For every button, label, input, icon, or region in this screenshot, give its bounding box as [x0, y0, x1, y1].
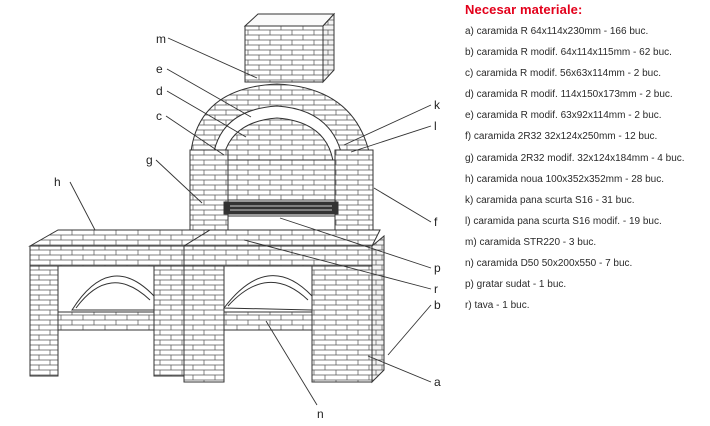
callout-labels: m e d c g h k l f p r b a n	[54, 32, 441, 421]
material-item-c: c) caramida R modif. 56x63x114mm - 2 buc…	[465, 68, 662, 80]
material-item-h: h) caramida noua 100x352x352mm - 28 buc.	[465, 173, 665, 185]
left-table	[28, 229, 212, 377]
chimney	[243, 12, 336, 84]
callout-n: n	[317, 407, 324, 421]
material-item-e: e) caramida R modif. 63x92x114mm - 2 buc…	[465, 110, 662, 122]
material-item-g: g) caramida 2R32 modif. 32x124x184mm - 4…	[465, 152, 685, 164]
material-item-p: p) gratar sudat - 1 buc.	[465, 279, 567, 291]
callout-c: c	[156, 109, 162, 123]
material-item-r: r) tava - 1 buc.	[465, 300, 530, 312]
callout-d: d	[156, 84, 163, 98]
base	[182, 229, 385, 384]
callout-a: a	[434, 375, 441, 389]
material-item-l: l) caramida pana scurta S16 modif. - 19 …	[465, 215, 662, 227]
material-item-f: f) caramida 2R32 32x124x250mm - 12 buc.	[465, 131, 658, 143]
callout-k: k	[434, 98, 441, 112]
callout-l: l	[434, 119, 437, 133]
callout-b: b	[434, 298, 441, 312]
grill-diagram: m e d c g h k l f p r b a n	[28, 12, 441, 421]
material-item-b: b) caramida R modif. 64x114x115mm - 62 b…	[465, 47, 672, 59]
materials-title: Necesar materiale:	[465, 2, 583, 17]
callout-r: r	[434, 282, 438, 296]
material-item-m: m) caramida STR220 - 3 buc.	[465, 236, 597, 248]
callout-g: g	[146, 153, 153, 167]
materials-list: a) caramida R 64x114x230mm - 166 buc. b)…	[465, 21, 710, 316]
materials-panel: Necesar materiale: a) caramida R 64x114x…	[465, 2, 710, 316]
material-item-d: d) caramida R modif. 114x150x173mm - 2 b…	[465, 89, 673, 101]
material-item-k: k) caramida pana scurta S16 - 31 buc.	[465, 194, 635, 206]
material-item-n: n) caramida D50 50x200x550 - 7 buc.	[465, 258, 633, 270]
grill-grate	[223, 201, 339, 215]
callout-h: h	[54, 175, 61, 189]
callout-p: p	[434, 261, 441, 275]
material-item-a: a) caramida R 64x114x230mm - 166 buc.	[465, 26, 649, 37]
leader-lines	[69, 37, 432, 406]
oven-dome	[189, 83, 373, 169]
callout-f: f	[434, 215, 438, 229]
callout-e: e	[156, 62, 163, 76]
callout-m: m	[156, 32, 166, 46]
